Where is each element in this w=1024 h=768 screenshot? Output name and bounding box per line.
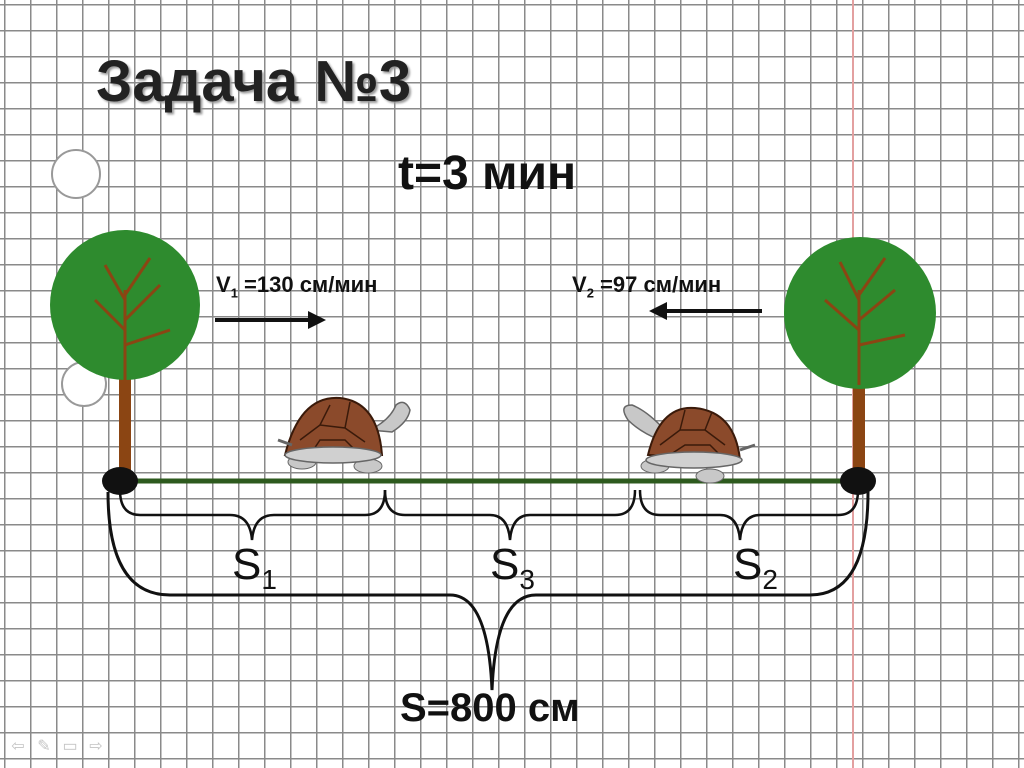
s2-label: S2 xyxy=(733,540,778,596)
menu-icon[interactable]: ▭ xyxy=(60,738,80,754)
v1-arrow-right-icon xyxy=(215,311,326,329)
v2-arrow-left-icon xyxy=(649,302,762,320)
s3-label: S3 xyxy=(490,540,535,596)
right-tree-icon xyxy=(784,237,936,480)
v1-label: V1 =130 см/мин xyxy=(216,272,377,300)
v2-label: V2 =97 см/мин xyxy=(572,272,721,300)
arrow-left-icon[interactable]: ⇦ xyxy=(8,738,28,754)
right-turtle-icon xyxy=(624,405,755,483)
brace-s2 xyxy=(640,490,858,540)
arrow-right-icon[interactable]: ⇨ xyxy=(86,738,106,754)
brace-s1 xyxy=(120,490,385,540)
total-distance-label: S=800 см xyxy=(400,686,580,731)
slideshow-nav: ⇦ ✎ ▭ ⇨ xyxy=(8,738,106,754)
s1-label: S1 xyxy=(232,540,277,596)
decor-circle-top xyxy=(52,150,100,198)
left-tree-icon xyxy=(50,230,200,480)
pen-icon[interactable]: ✎ xyxy=(34,738,54,754)
left-turtle-icon xyxy=(278,398,410,473)
brace-s3 xyxy=(385,490,635,540)
